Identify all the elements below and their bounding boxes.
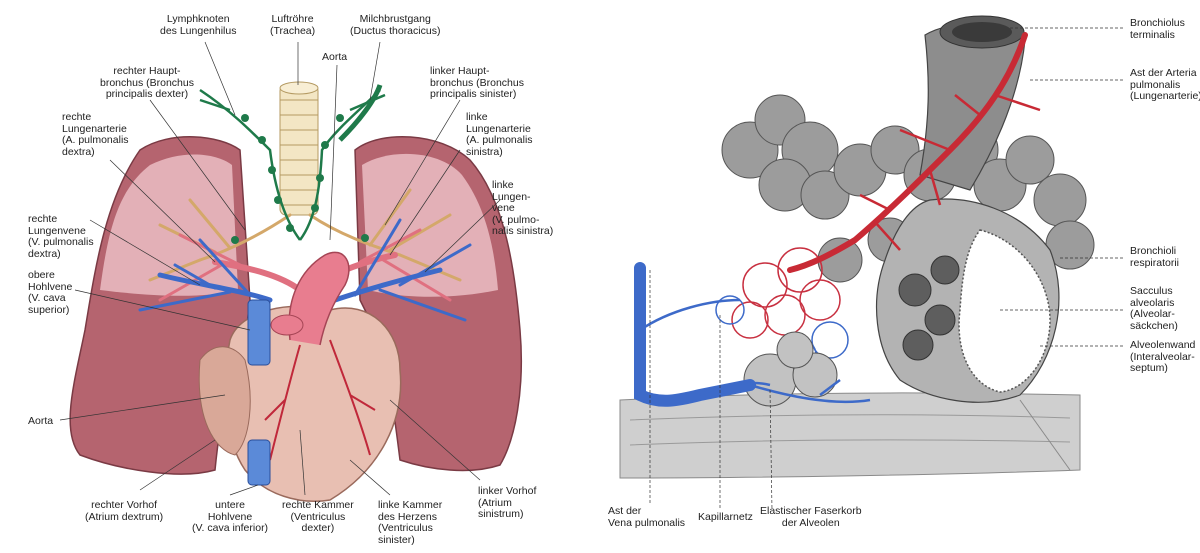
alveoli-illustration xyxy=(600,0,1200,553)
base-tissue xyxy=(620,393,1080,478)
pulmonary-vein-branch xyxy=(640,268,750,401)
label-terminal-bronchiole: Bronchiolus terminalis xyxy=(1130,18,1185,41)
label-lymph-nodes: Lymphknoten des Lungenhilus xyxy=(160,14,236,37)
label-aorta-top: Aorta xyxy=(322,52,347,64)
label-left-atrium: linker Vorhof (Atrium sinistrum) xyxy=(478,486,536,521)
alveoli-diagram: Bronchiolus terminalis Ast der Arteria p… xyxy=(600,0,1200,553)
label-alveolar-wall: Alveolenwand (Interalveolar- septum) xyxy=(1130,340,1195,375)
label-left-main-bronchus: linker Haupt- bronchus (Bronchus princip… xyxy=(430,66,524,101)
trachea-rings xyxy=(280,82,318,215)
thoracic-duct-vessel xyxy=(340,85,380,140)
label-alveolar-sac: Sacculus alveolaris (Alveolar- säckchen) xyxy=(1130,286,1178,332)
vein-sub-branches xyxy=(640,300,870,402)
label-aorta-side: Aorta xyxy=(28,416,53,428)
label-pulmonary-vein-branch: Ast der Vena pulmonalis xyxy=(608,506,685,529)
label-respiratory-bronchioles: Bronchioli respiratorii xyxy=(1130,246,1179,269)
label-left-pulmonary-vein: linke Lungen- vene (V. pulmo- nalis sini… xyxy=(492,180,553,238)
label-left-pulmonary-artery: linke Lungenarterie (A. pulmonalis sinis… xyxy=(466,112,533,158)
label-elastic-fiber-basket: Elastischer Faserkorb der Alveolen xyxy=(760,506,862,529)
lung-heart-diagram: Lymphknoten des Lungenhilus Luftröhre (T… xyxy=(0,0,590,553)
superior-vena-cava xyxy=(248,300,270,365)
label-right-main-bronchus: rechter Haupt- bronchus (Bronchus princi… xyxy=(100,66,194,101)
label-thoracic-duct: Milchbrustgang (Ductus thoracicus) xyxy=(350,14,440,37)
label-inferior-vena-cava: untere Hohlvene (V. cava inferior) xyxy=(192,500,268,535)
label-pulmonary-artery-branch: Ast der Arteria pulmonalis (Lungenarteri… xyxy=(1130,68,1200,103)
label-left-ventricle: linke Kammer des Herzens (Ventriculus si… xyxy=(378,500,442,546)
label-trachea: Luftröhre (Trachea) xyxy=(270,14,315,37)
label-right-ventricle: rechte Kammer (Ventriculus dexter) xyxy=(282,500,354,535)
label-right-atrium: rechter Vorhof (Atrium dextrum) xyxy=(85,500,163,523)
right-lung-inner xyxy=(100,154,238,295)
inferior-vena-cava xyxy=(248,440,270,485)
label-right-pulmonary-artery: rechte Lungenarterie (A. pulmonalis dext… xyxy=(62,112,129,158)
pulmonary-trunk xyxy=(271,315,303,335)
label-superior-vena-cava: obere Hohlvene (V. cava superior) xyxy=(28,270,72,316)
label-right-pulmonary-vein: rechte Lungenvene (V. pulmonalis dextra) xyxy=(28,214,94,260)
label-capillary-net: Kapillarnetz xyxy=(698,512,753,524)
